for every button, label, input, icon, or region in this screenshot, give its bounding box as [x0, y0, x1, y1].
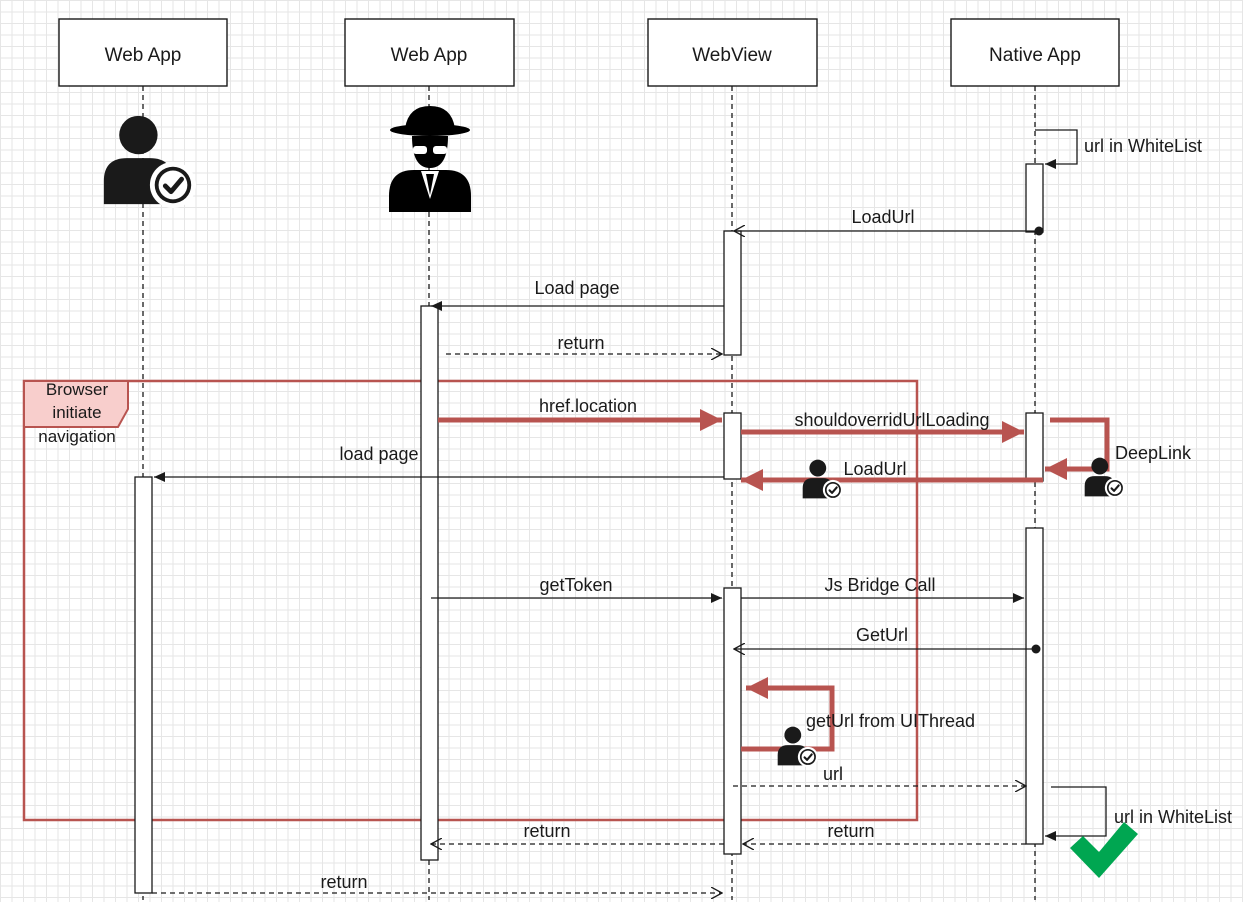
activation-web-app: [134, 476, 153, 894]
message-should-override: shouldoverridUrlLoading: [741, 410, 1024, 443]
message-label: return: [320, 872, 367, 892]
participant-web-app-trusted: Web App: [58, 18, 228, 87]
participant-label: WebView: [692, 45, 772, 66]
activation-webview-2: [723, 412, 742, 480]
message-label: return: [557, 333, 604, 353]
message-return-from-native: return: [743, 821, 1026, 844]
activation-webview-3: [723, 587, 742, 855]
message-loadurl: LoadUrl: [734, 207, 1039, 231]
message-label: getToken: [539, 575, 612, 595]
message-url-in-whitelist-bottom: url in WhiteList: [1045, 786, 1232, 841]
message-label: load page: [339, 444, 418, 464]
message-url-return: url: [733, 764, 1026, 786]
message-label: Load page: [534, 278, 619, 298]
spy-icon: [389, 106, 471, 212]
message-label: getUrl from UIThread: [806, 711, 975, 731]
message-get-token: getToken: [431, 575, 722, 603]
message-label: shouldoverridUrlLoading: [794, 410, 989, 430]
activation-native-3: [1025, 527, 1044, 845]
message-return-to-attacker: return: [431, 821, 724, 844]
activation-attacker: [420, 305, 439, 861]
frame-label-line3: navigation: [38, 427, 116, 446]
activation-bars: [134, 163, 1044, 894]
participant-label: Native App: [989, 45, 1081, 66]
message-return-bottom: return: [152, 872, 722, 893]
message-loadurl-red: LoadUrl: [741, 459, 1043, 491]
participant-webview: WebView: [647, 18, 818, 87]
message-return-webview: return: [446, 333, 722, 354]
message-load-page: Load page: [431, 278, 724, 311]
message-get-url-uithread: getUrl from UIThread: [741, 677, 975, 752]
green-checkmark-icon: [1070, 822, 1138, 878]
activation-native-1: [1025, 163, 1044, 233]
message-label: return: [523, 821, 570, 841]
activation-native-2: [1025, 412, 1044, 482]
message-label: url in WhiteList: [1114, 807, 1232, 827]
user-check-icon: [104, 116, 196, 208]
message-label: return: [827, 821, 874, 841]
message-label: Js Bridge Call: [824, 575, 935, 595]
frame-label-line2: initiate: [52, 403, 101, 422]
message-label: href.location: [539, 396, 637, 416]
message-label: url: [823, 764, 843, 784]
participant-native-app: Native App: [950, 18, 1120, 87]
message-url-in-whitelist-top: url in WhiteList: [1035, 129, 1202, 169]
message-href-location: href.location: [438, 396, 722, 431]
participant-label: Web App: [391, 45, 468, 66]
participant-web-app-attacker: Web App: [344, 18, 515, 87]
participant-label: Web App: [105, 45, 182, 66]
message-label: DeepLink: [1115, 443, 1192, 463]
user-check-icon: [1083, 456, 1125, 500]
message-get-url: GetUrl: [734, 625, 1036, 649]
message-label: LoadUrl: [843, 459, 906, 479]
frame-label-line1: Browser: [46, 380, 109, 399]
message-js-bridge-call: Js Bridge Call: [741, 575, 1024, 603]
message-deeplink: DeepLink: [1045, 417, 1192, 480]
message-label: url in WhiteList: [1084, 136, 1202, 156]
activation-webview-1: [723, 230, 742, 356]
browser-navigation-frame: Browser initiate navigation: [22, 379, 919, 822]
message-label: LoadUrl: [851, 207, 914, 227]
message-load-page-webapp: load page: [154, 444, 724, 482]
message-label: GetUrl: [856, 625, 908, 645]
